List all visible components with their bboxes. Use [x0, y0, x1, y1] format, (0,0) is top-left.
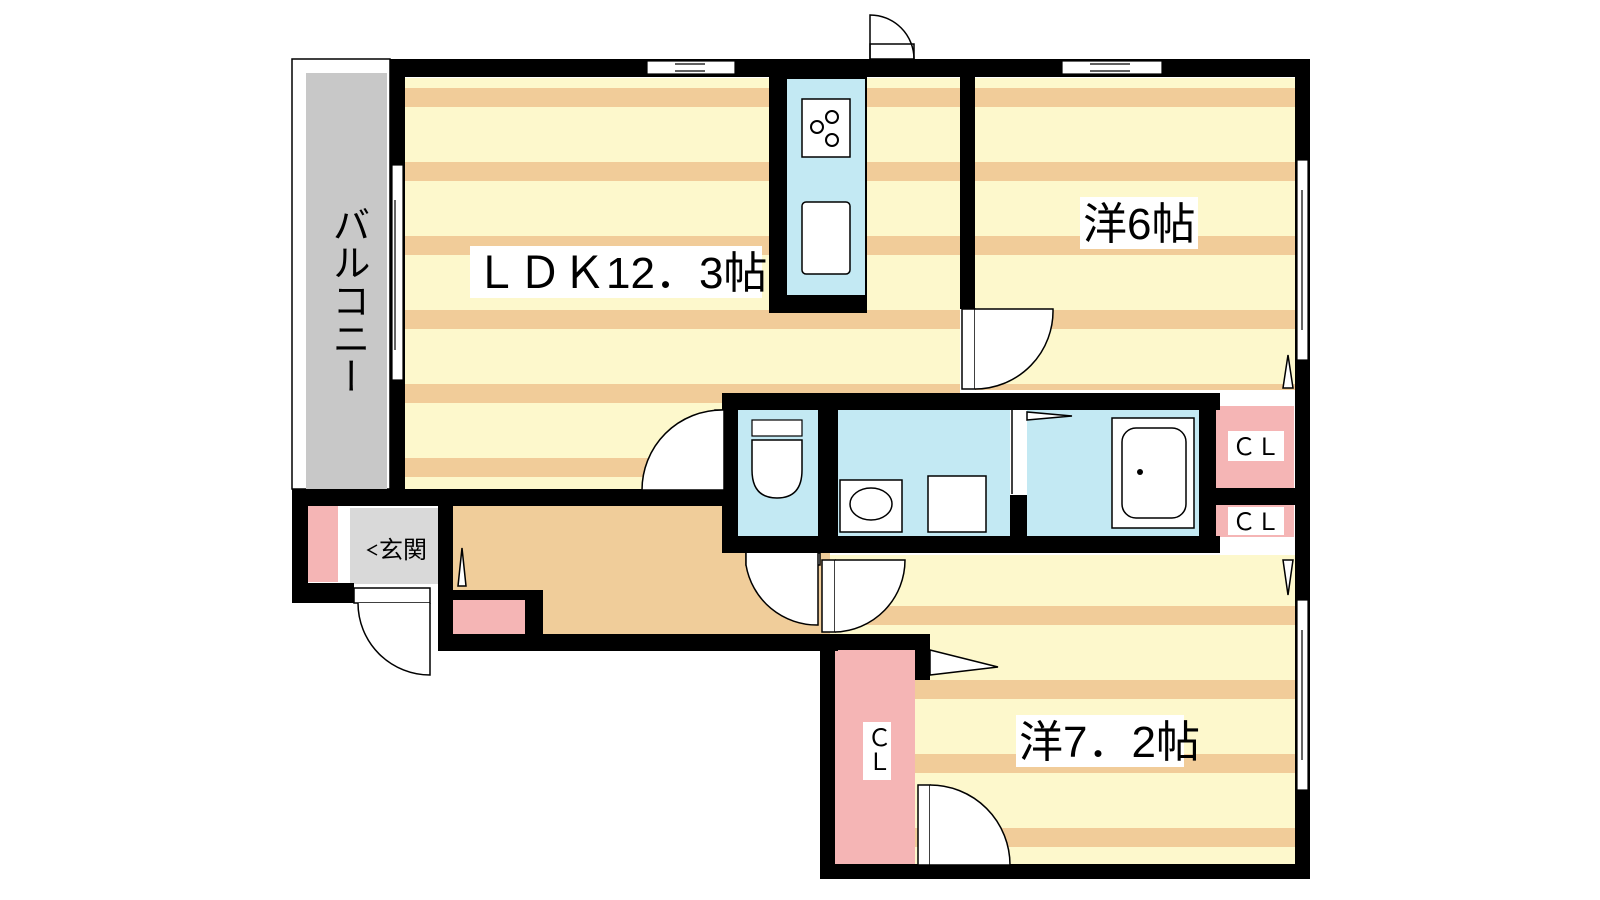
balcony-label: バルコニー [326, 205, 370, 395]
toilet-icon [751, 439, 803, 499]
ldk-label: ＬＤＫ12．3帖 [474, 249, 767, 298]
shoe-cabinet [308, 506, 338, 582]
stove [801, 98, 851, 158]
burner-icon [825, 133, 839, 147]
closet-middle-label: ＣＬ [1232, 509, 1280, 536]
storage-hall [451, 600, 525, 634]
closet-upper-label: ＣＬ [1232, 434, 1280, 461]
doors [353, 14, 1294, 866]
closet-lower-label: ＣＬ [863, 725, 891, 773]
western-7-label: 洋7．2帖 [1019, 718, 1200, 767]
entrance-label: 玄関 [379, 537, 427, 564]
windows [391, 60, 1309, 791]
burner-icon [810, 120, 824, 134]
burner-icon [825, 110, 839, 124]
western-6-label: 洋6帖 [1083, 200, 1195, 249]
washing-machine [927, 475, 987, 533]
kitchen-sink [801, 201, 851, 275]
